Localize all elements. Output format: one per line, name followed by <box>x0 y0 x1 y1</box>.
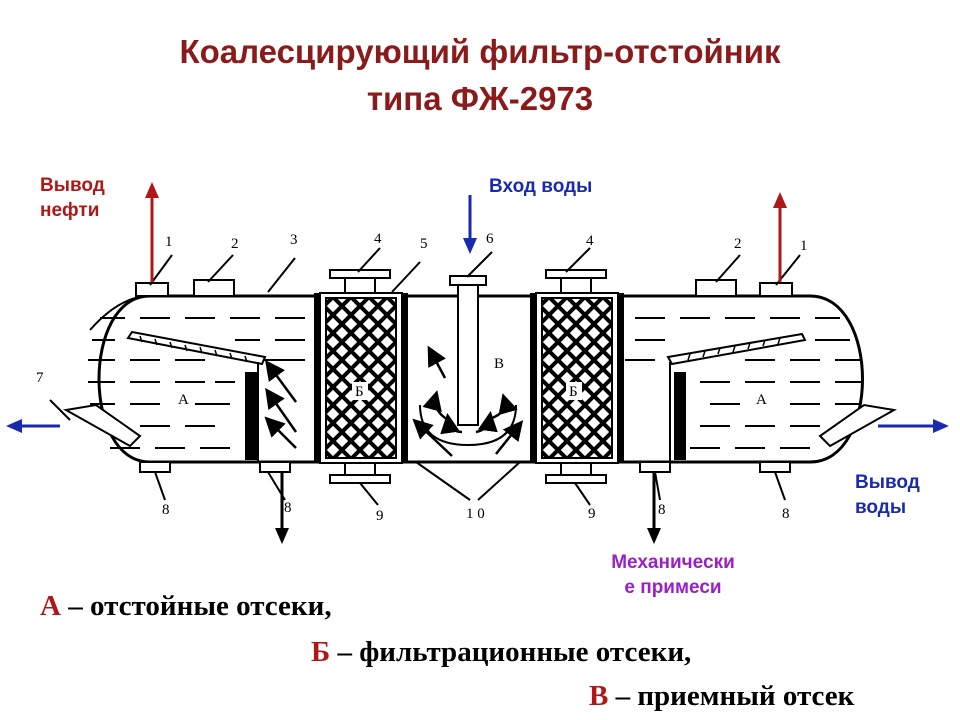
oil-outlet-arrow-left <box>145 182 159 282</box>
liquid-lines-right <box>625 317 862 449</box>
oil-outlet-arrow-right <box>773 192 787 282</box>
part-number-2-right: 2 <box>734 236 742 252</box>
part-number-8-d: 8 <box>782 506 790 522</box>
water-outlet-arrow-right <box>878 419 949 433</box>
left-side-pipe <box>63 403 142 448</box>
right-side-pipe <box>818 403 897 448</box>
oil-outlet-label: Вывод нефти <box>40 173 105 223</box>
part-number-6: 6 <box>486 231 494 247</box>
compartment-v: В <box>494 356 504 372</box>
part-number-7: 7 <box>36 370 44 386</box>
leader-lines <box>49 247 801 506</box>
diagram-title: Коалесцирующий фильтр-отстойник типа ФЖ-… <box>0 28 960 122</box>
part-number-2-left: 2 <box>231 236 239 252</box>
water-outlet-arrow-left <box>6 419 60 433</box>
water-outlet-label-line1: Вывод <box>855 472 920 493</box>
mech-label-line2: е примеси <box>624 577 722 598</box>
title-line-1: Коалесцирующий фильтр-отстойник <box>179 33 781 70</box>
legend-v-text: – приемный отсек <box>608 680 855 712</box>
compartment-a-right: А <box>756 392 767 408</box>
water-inlet-label: Вход воды <box>489 176 593 197</box>
top-nozzles <box>135 269 793 297</box>
mech-label-line1: Механически <box>611 552 735 573</box>
legend-v-letter: В <box>589 680 609 712</box>
filter-compartment-right <box>530 292 624 464</box>
compartment-a-left: А <box>178 392 189 408</box>
legend-a-text: – отстойные отсеки, <box>60 590 332 622</box>
part-number-10: 1 0 <box>466 506 485 522</box>
legend-b-text: – фильтрационные отсеки, <box>330 636 692 668</box>
drain-arrow-left <box>275 472 289 544</box>
right-baffle <box>666 332 807 462</box>
bottom-nozzles <box>139 461 791 484</box>
oil-outlet-label-line1: Вывод <box>40 175 105 196</box>
vessel-shell <box>97 294 864 464</box>
left-baffle <box>126 330 267 462</box>
legend-v: В – приемный отсек <box>589 680 854 713</box>
part-number-3: 3 <box>290 232 298 248</box>
flow-arrows <box>264 345 524 457</box>
legend-a-letter: А <box>40 590 61 622</box>
part-number-9-right: 9 <box>588 506 596 522</box>
compartment-b-right: Б <box>569 384 578 400</box>
water-outlet-label-line2: воды <box>855 497 907 518</box>
legend-a: А – отстойные отсеки, <box>40 590 332 623</box>
part-number-4-left: 4 <box>374 231 382 247</box>
water-outlet-label: Вывод воды <box>855 470 920 520</box>
compartment-b-left: Б <box>355 384 364 400</box>
part-number-9-left: 9 <box>376 508 384 524</box>
part-number-1-left: 1 <box>165 234 173 250</box>
oil-outlet-label-line2: нефти <box>40 200 100 221</box>
water-inlet-arrow <box>463 195 477 254</box>
part-number-8-c: 8 <box>658 502 666 518</box>
drain-arrow-right <box>647 472 661 544</box>
part-number-5: 5 <box>420 236 428 252</box>
part-number-8-b: 8 <box>284 500 292 516</box>
part-number-4-right: 4 <box>586 233 594 249</box>
legend-b-letter: Б <box>311 636 331 668</box>
mechanical-impurities-label: Механически е примеси <box>583 550 763 600</box>
part-number-1-right: 1 <box>800 238 808 254</box>
title-line-2: типа ФЖ-2973 <box>366 80 594 117</box>
part-number-8-a: 8 <box>162 502 170 518</box>
filter-compartment-left <box>314 292 408 464</box>
legend-b: Б – фильтрационные отсеки, <box>311 636 691 669</box>
